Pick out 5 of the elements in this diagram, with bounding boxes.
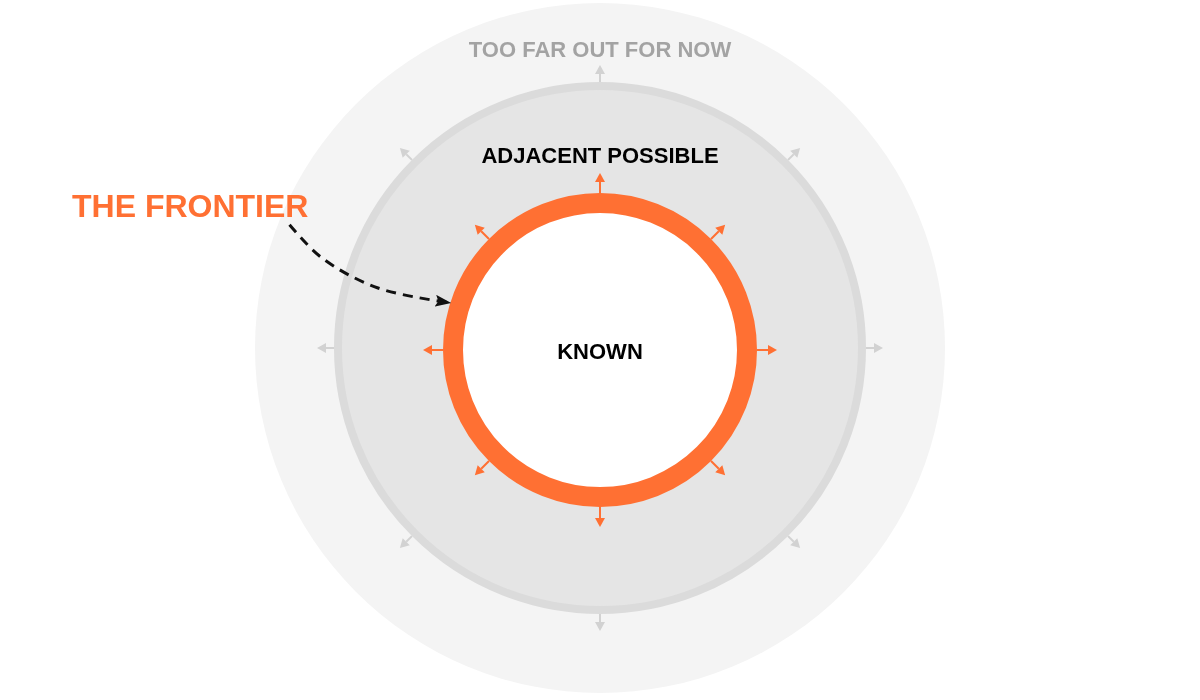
callout-label: THE FRONTIER: [72, 188, 309, 225]
leader-arrow: [288, 223, 452, 307]
zone-label: ADJACENT POSSIBLE: [481, 143, 719, 169]
zone-label: KNOWN: [557, 339, 643, 365]
zone-label: TOO FAR OUT FOR NOW: [468, 37, 732, 63]
